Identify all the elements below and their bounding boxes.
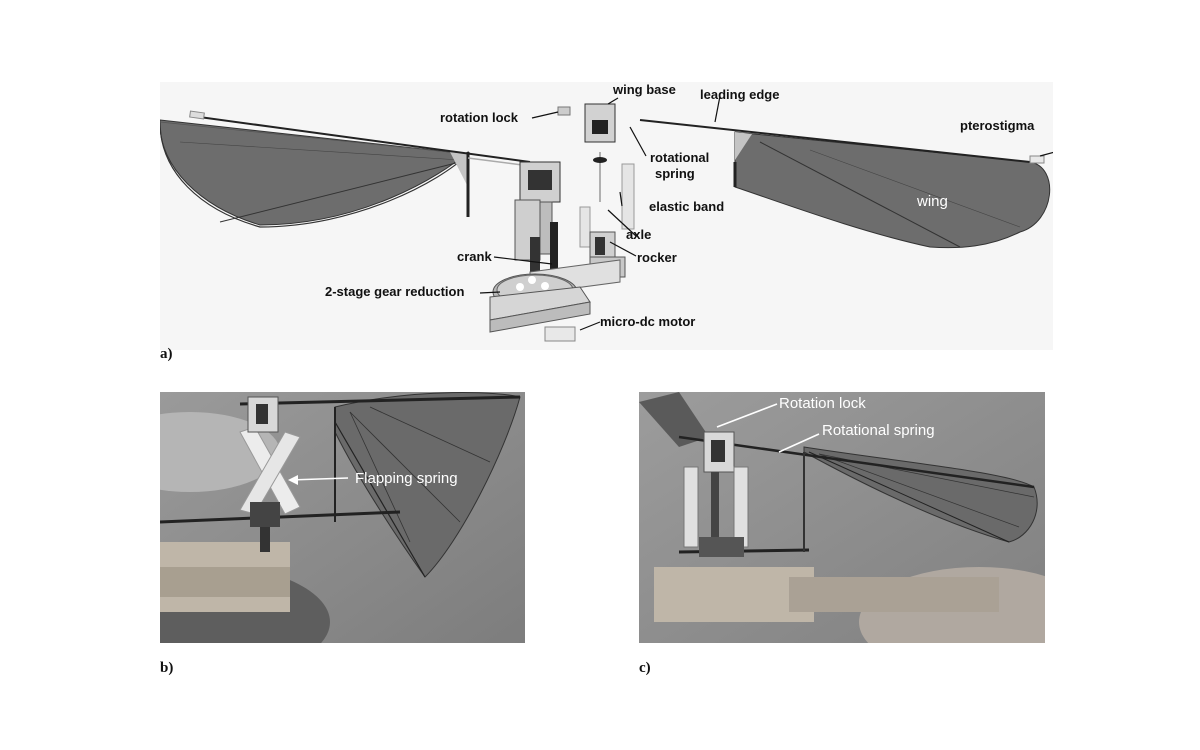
label-wing-base: wing base xyxy=(612,82,676,97)
label-rotational-spring-line2: spring xyxy=(655,166,695,181)
panel-letter-a: a) xyxy=(160,346,173,362)
photo-flapping-spring: Flapping spring xyxy=(160,392,525,643)
schematic-drawing: rotation lock wing base leading edge pte… xyxy=(160,82,1053,342)
panel-letter-c: c) xyxy=(639,660,651,676)
left-wing xyxy=(160,110,531,228)
label-rotational-spring-photo: Rotational spring xyxy=(822,422,935,439)
label-pterostigma: pterostigma xyxy=(960,118,1035,133)
label-crank: crank xyxy=(457,249,492,264)
panel-letter-b: b) xyxy=(160,660,174,676)
label-rotation-lock: rotation lock xyxy=(440,110,519,125)
label-wing: wing xyxy=(916,193,948,210)
label-rotation-lock-photo: Rotation lock xyxy=(779,395,866,412)
label-elastic-band: elastic band xyxy=(649,199,724,214)
label-rocker: rocker xyxy=(637,250,677,265)
label-axle: axle xyxy=(626,227,651,242)
exploded-schematic: rotation lock wing base leading edge pte… xyxy=(160,82,1053,350)
label-motor: micro-dc motor xyxy=(600,314,695,329)
photo-b-drawing: Flapping spring xyxy=(160,392,525,643)
photo-c-drawing: Rotation lock Rotational spring xyxy=(639,392,1045,643)
label-flapping-spring: Flapping spring xyxy=(355,470,458,487)
flapping-mechanism xyxy=(489,103,635,342)
right-wing xyxy=(639,119,1051,249)
label-gear-reduction: 2-stage gear reduction xyxy=(325,284,464,299)
photo-rotation-lock: Rotation lock Rotational spring xyxy=(639,392,1045,643)
label-leading-edge: leading edge xyxy=(700,87,779,102)
label-rotational-spring-line1: rotational xyxy=(650,150,709,165)
